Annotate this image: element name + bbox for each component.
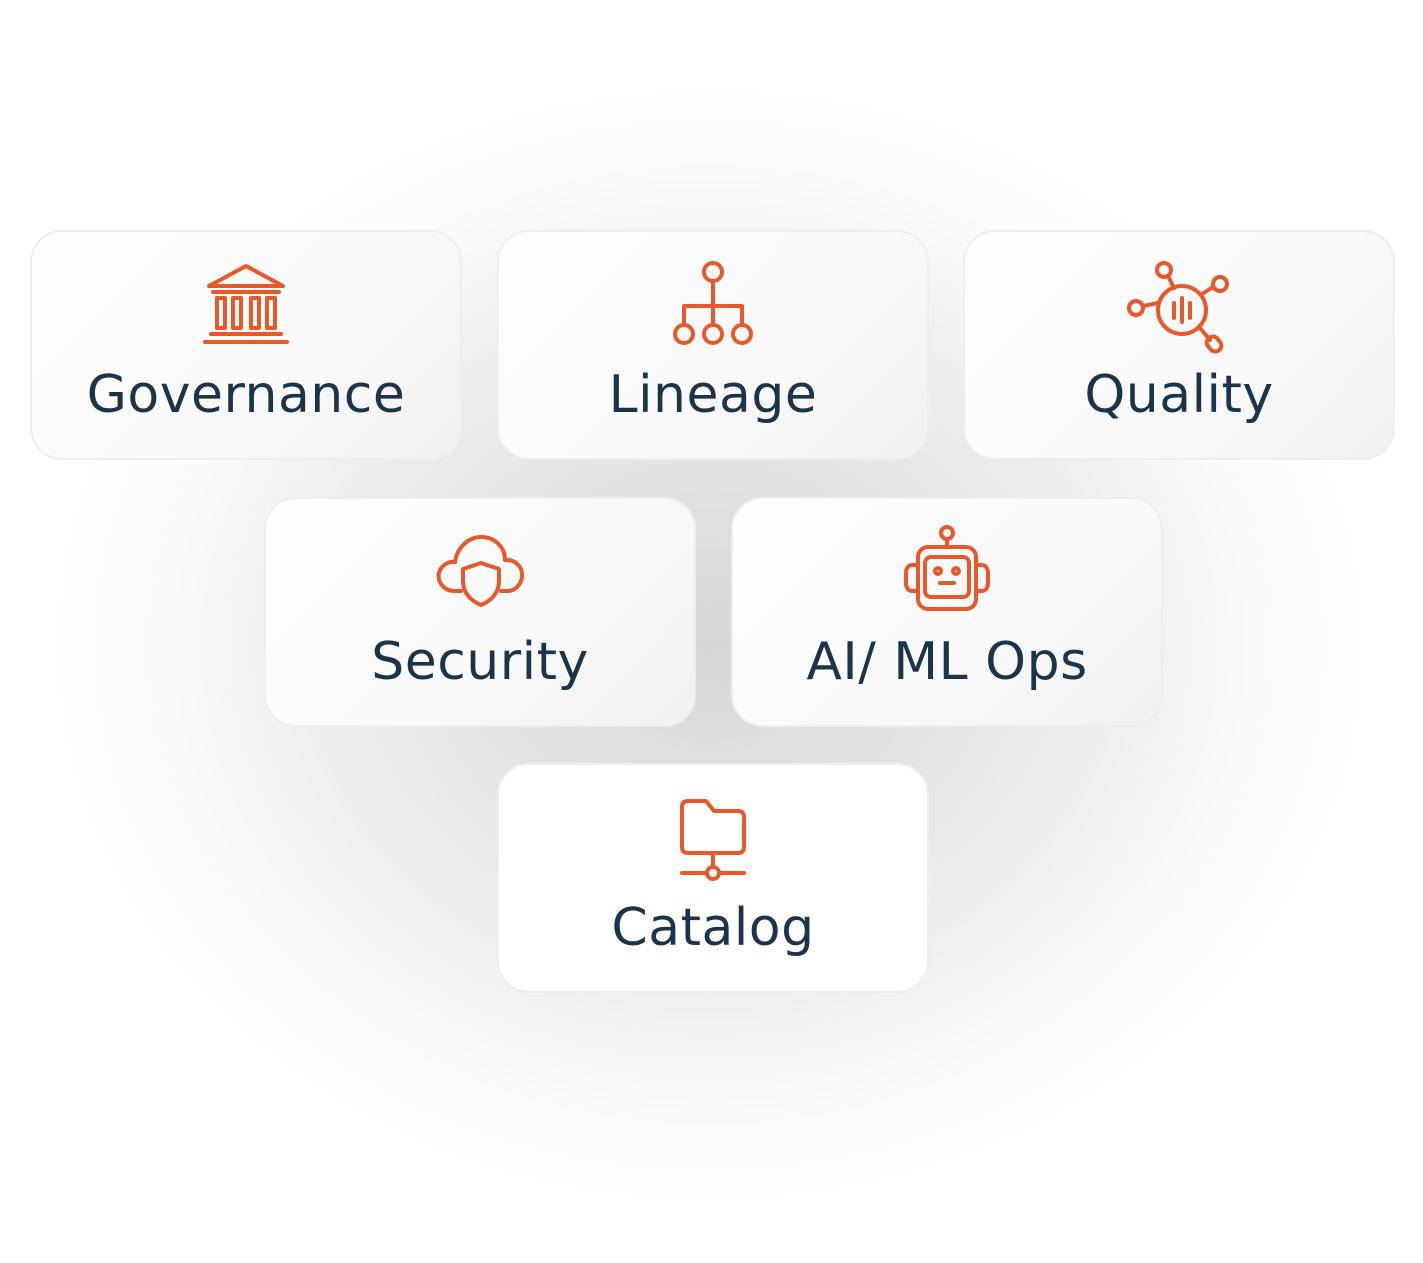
ai-ml-ops-label: AI/ ML Ops [806, 632, 1088, 692]
cloud-shield-icon [425, 525, 535, 625]
governance-card[interactable]: Governance [30, 230, 462, 460]
robot-icon [892, 525, 1002, 625]
lineage-card[interactable]: Lineage [497, 230, 929, 460]
hierarchy-icon [658, 258, 768, 358]
bank-icon [191, 258, 301, 358]
catalog-card[interactable]: Catalog [497, 763, 929, 993]
security-card[interactable]: Security [264, 497, 696, 727]
quality-label: Quality [1084, 365, 1274, 425]
network-folder-icon [658, 791, 768, 891]
ai-ml-ops-card[interactable]: AI/ ML Ops [731, 497, 1163, 727]
catalog-label: Catalog [611, 898, 815, 958]
security-label: Security [371, 632, 589, 692]
lineage-label: Lineage [608, 365, 818, 425]
quality-card[interactable]: Quality [963, 230, 1395, 460]
data-quality-search-icon [1124, 258, 1234, 358]
governance-label: Governance [86, 365, 406, 425]
